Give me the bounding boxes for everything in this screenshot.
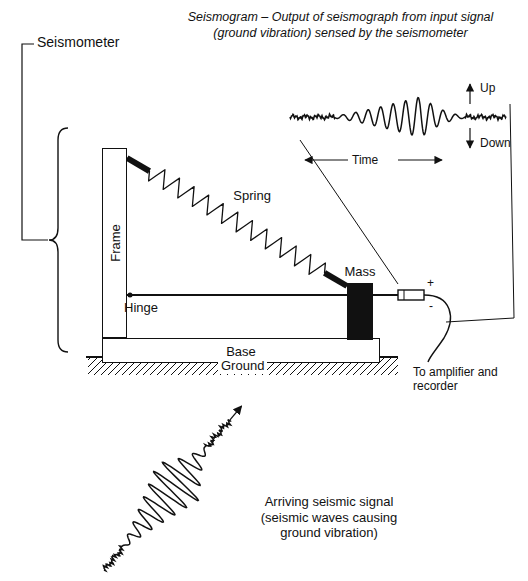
bracket-line	[22, 44, 48, 240]
title: Seismogram – Output of seismograph from …	[168, 10, 513, 41]
spring-end	[127, 158, 149, 171]
down-arrow	[469, 128, 470, 148]
brace	[49, 128, 68, 352]
wire-label: To amplifier and recorder	[413, 365, 523, 394]
part-name: Base	[226, 343, 256, 358]
polarity-sign: -	[429, 299, 433, 313]
wave-trace	[85, 404, 251, 581]
rod-extension	[373, 294, 399, 296]
hinge-pivot	[128, 293, 133, 298]
assembly-label: Seismometer	[37, 34, 119, 51]
part-label: Spring	[231, 188, 273, 204]
time-arrow	[305, 159, 348, 160]
seismogram-leader	[446, 104, 514, 322]
part-name: Frame	[107, 224, 122, 262]
pen-sensor-band	[404, 290, 405, 300]
signal-wire	[424, 295, 450, 362]
hinge-rod	[127, 294, 347, 296]
seismogram-trace	[290, 98, 506, 135]
connector-group	[127, 158, 347, 286]
arriving-wave	[85, 390, 263, 581]
seismogram-leader	[300, 140, 398, 284]
part-label: Ground	[218, 358, 267, 374]
part-label: Mass	[344, 264, 375, 279]
axis-label: Up	[480, 81, 495, 95]
part-label: Hinge	[124, 300, 158, 316]
signal-note: Arriving seismic signal (seismic waves c…	[240, 494, 418, 541]
connector-group	[127, 293, 347, 298]
axis-label: Down	[480, 136, 511, 150]
wave-arrow	[230, 406, 242, 420]
spring-end	[325, 273, 347, 286]
spring-coil	[127, 158, 347, 286]
pen-sensor	[398, 290, 424, 300]
frame-bar: Frame	[102, 148, 127, 338]
polarity-sign: +	[427, 276, 434, 290]
time-arrow	[398, 159, 442, 160]
up-arrow	[469, 84, 470, 104]
axis-label: Time	[352, 153, 378, 167]
mass-block: Mass	[347, 283, 373, 340]
